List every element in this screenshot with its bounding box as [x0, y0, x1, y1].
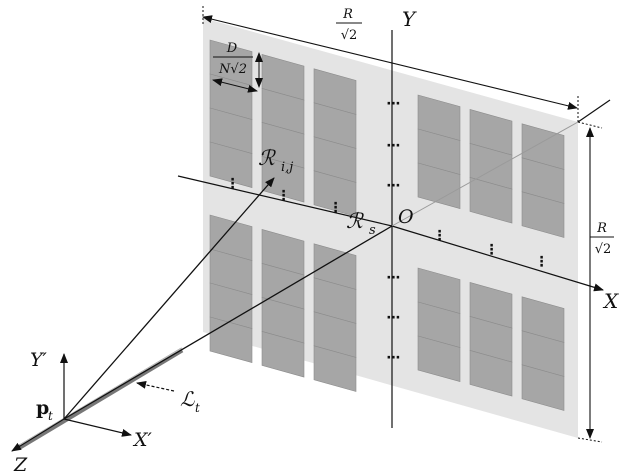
horizontal-ellipsis: ⋯ [387, 138, 402, 154]
reflecting-element [417, 335, 461, 382]
transmitter-point-label: p t [36, 397, 53, 423]
x-prime-axis-label: X′ [132, 429, 153, 451]
center-element-symbol: ℛ [346, 209, 364, 233]
vertical-ellipsis: ⋮ [433, 228, 448, 244]
transmitter-line-symbol: ℒ [180, 387, 195, 411]
element-ij-symbol: ℛ [258, 146, 276, 170]
transmitter-line-subscript: t [195, 401, 200, 415]
transmitter-line-label: ℒ t [180, 387, 200, 415]
x-axis-line-right [391, 225, 604, 292]
reflecting-element [209, 316, 253, 363]
vertical-ellipsis: ⋮ [226, 176, 241, 192]
vertical-ellipsis: ⋮ [277, 188, 292, 204]
ray-to-origin [63, 225, 393, 420]
x-prime-axis-arrow [63, 418, 132, 437]
vertical-ellipsis: ⋮ [329, 200, 344, 216]
x-axis-line-left [177, 175, 393, 227]
ellipsis-markers: ⋯ ⋯ ⋯ ⋯ ⋯ ⋯ ⋮ ⋮ ⋮ ⋮ ⋮ ⋮ [226, 96, 550, 366]
x-axis-label: X [602, 289, 619, 313]
y-prime-axis-label: Y′ [30, 349, 48, 371]
reflecting-element [417, 162, 461, 209]
element-dim-horizontal [212, 78, 258, 93]
element-ij-label: ℛ i,j [258, 146, 293, 175]
reflecting-element [209, 141, 253, 188]
reflecting-element [521, 191, 565, 238]
top-dimension-label: R √2 [336, 7, 362, 43]
element-dim-numerator: D [226, 41, 238, 56]
reflecting-element [261, 156, 305, 203]
right-dim-tick-bottom [577, 437, 603, 443]
z-axis-label: Z [13, 454, 28, 474]
reflecting-element [313, 170, 357, 217]
origin-label: O [398, 206, 414, 228]
vertical-ellipsis: ⋮ [535, 254, 550, 270]
top-dim-denominator: √2 [341, 28, 358, 43]
horizontal-ellipsis: ⋯ [387, 310, 402, 326]
reflecting-element [469, 177, 513, 224]
transmitter-point-symbol: p [36, 397, 49, 419]
element-block-top-right [417, 94, 565, 238]
element-block-bottom-right [417, 267, 565, 411]
element-ij-subscript: i,j [281, 160, 293, 175]
z-axis-back [577, 99, 611, 123]
center-element-label: ℛ s [346, 209, 376, 238]
horizontal-ellipsis: ⋯ [387, 270, 402, 286]
right-dim-numerator: R [596, 221, 607, 236]
element-block-bottom-left [209, 214, 357, 392]
z-axis-behind [391, 121, 579, 227]
y-axis-label: Y [402, 7, 417, 31]
vertical-ellipsis: ⋮ [485, 242, 500, 258]
element-dim-denominator: N√2 [218, 62, 247, 77]
center-element-subscript: s [369, 223, 376, 238]
transmitter-point-subscript: t [48, 409, 53, 423]
horizontal-ellipsis: ⋯ [387, 96, 402, 112]
element-dimension-label: D N√2 [213, 41, 253, 77]
reflecting-element [261, 331, 305, 378]
reflecting-element [313, 345, 357, 392]
right-dimension-label: R √2 [590, 221, 614, 257]
right-dim-tick-top [577, 121, 603, 129]
top-dim-numerator: R [342, 7, 353, 22]
z-axis-arrow [11, 418, 65, 452]
ray-to-element-ij [63, 177, 275, 420]
line-label-pointer [136, 380, 175, 392]
right-dim-denominator: √2 [595, 242, 612, 257]
horizontal-ellipsis: ⋯ [387, 350, 402, 366]
horizontal-ellipsis: ⋯ [387, 178, 402, 194]
reflecting-element [521, 364, 565, 411]
reflecting-element [469, 350, 513, 397]
top-dimension-arrow [202, 15, 578, 110]
